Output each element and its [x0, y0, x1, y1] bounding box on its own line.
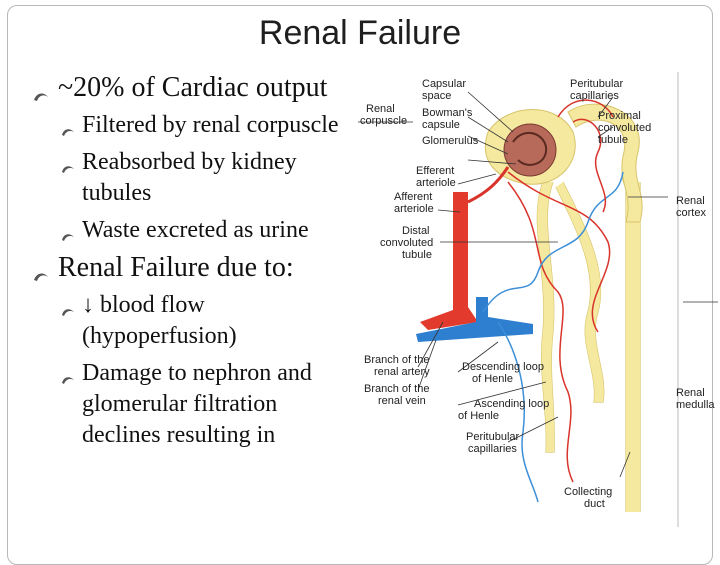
bullet-marker-icon [60, 221, 76, 252]
bullet-text: ~20% of Cardiac output [58, 72, 327, 103]
slide-title: Renal Failure [0, 14, 720, 53]
bullet-list: ~20% of Cardiac output Filtered by renal… [30, 72, 360, 457]
bullet-text: Waste excreted as urine [82, 217, 309, 243]
bullet-text: Damage to nephron and glomerular filtrat… [82, 360, 312, 448]
bullet-marker-icon [32, 259, 50, 291]
bullet-level2: Filtered by renal corpuscle [72, 110, 360, 141]
bullet-marker-icon [60, 296, 76, 327]
bullet-level1: ~20% of Cardiac output [30, 72, 360, 104]
bullet-text: ↓ blood flow (hypoperfusion) [82, 292, 237, 349]
bullet-level2: ↓ blood flow (hypoperfusion) [72, 290, 360, 352]
bullet-text: Renal Failure due to: [58, 252, 294, 283]
bullet-text: Filtered by renal corpuscle [82, 112, 339, 138]
glomerulus [504, 124, 556, 176]
bullet-marker-icon [60, 116, 76, 147]
bullet-level2: Waste excreted as urine [72, 215, 360, 246]
bullet-level1: Renal Failure due to: [30, 252, 360, 284]
bullet-marker-icon [60, 153, 76, 184]
bullet-marker-icon [32, 79, 50, 111]
bullet-level2: Damage to nephron and glomerular filtrat… [72, 358, 360, 451]
bullet-level2: Reabsorbed by kidney tubules [72, 147, 360, 209]
label-glomerulus: Glomerulus [422, 135, 479, 147]
bullet-marker-icon [60, 364, 76, 395]
bullet-text: Reabsorbed by kidney tubules [82, 149, 297, 206]
